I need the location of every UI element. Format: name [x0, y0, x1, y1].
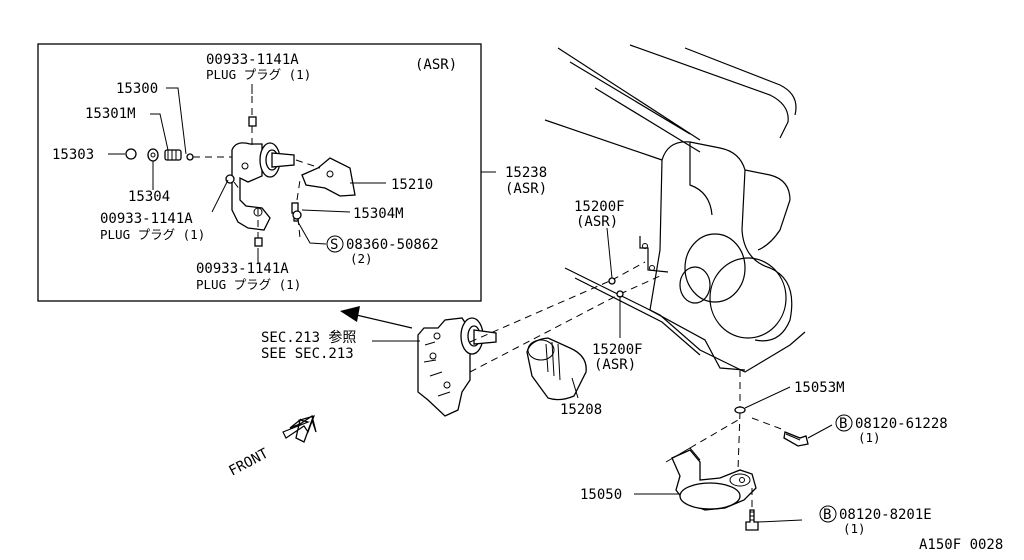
- label-15303: 15303: [52, 147, 94, 163]
- label-15300: 15300: [116, 81, 158, 97]
- inset-leader-lines: [108, 84, 386, 264]
- screw-code: 08360-50862: [346, 237, 439, 253]
- label-15210: 15210: [391, 177, 433, 193]
- front-arrow-icon: [282, 414, 317, 443]
- bolt1-qty: (1): [858, 430, 881, 445]
- inset-pointer-arrow: [340, 306, 413, 329]
- bolt2-marker: B: [823, 507, 831, 523]
- oil-filter-drawing: [526, 337, 587, 401]
- bolt1-marker: B: [839, 416, 847, 432]
- inset-sensor-bracket-drawing: [231, 142, 356, 231]
- main-bracket-assembly-drawing: [417, 317, 497, 417]
- engine-block-drawing: [544, 44, 806, 373]
- bolt2-qty: (1): [843, 521, 866, 536]
- front-label: FRONT: [226, 445, 271, 479]
- plug-bottom-name: PLUG プラグ (1): [196, 277, 301, 292]
- figure-code: A150F 0028: [919, 537, 1003, 553]
- label-15304: 15304: [128, 189, 170, 205]
- label-15208: 15208: [560, 402, 602, 418]
- bolt2-code: 08120-8201E: [839, 507, 932, 523]
- plug-top-name: PLUG プラグ (1): [206, 67, 311, 82]
- plug-bottom-code: 00933-1141A: [196, 261, 289, 277]
- screw-qty: (2): [350, 251, 373, 266]
- plug-top-code: 00933-1141A: [206, 52, 299, 68]
- label-15304m: 15304M: [353, 206, 404, 222]
- label-15200f-mid-asr: (ASR): [594, 357, 636, 373]
- bolt1-code: 08120-61228: [855, 416, 948, 432]
- screw-marker: S: [330, 237, 338, 253]
- label-15200f-top: 15200F: [574, 199, 625, 215]
- inset-dashed-lines: [193, 96, 321, 239]
- gasket-15053m: [734, 406, 746, 414]
- inset-asr-tag: (ASR): [415, 57, 457, 73]
- bolt-drawings: [745, 431, 809, 531]
- inset-small-parts: [125, 116, 302, 247]
- sec-ref-en: SEE SEC.213: [261, 346, 354, 362]
- oil-strainer-drawing: [665, 447, 757, 511]
- label-15053m: 15053M: [794, 380, 845, 396]
- plug-left-name: PLUG プラグ (1): [100, 227, 205, 242]
- main-leader-lines: [372, 227, 833, 523]
- bolt2-marker-circle: [819, 505, 837, 523]
- label-15200f-top-asr: (ASR): [576, 214, 618, 230]
- bolt1-marker-circle: [835, 414, 853, 432]
- screw-marker-circle: [326, 235, 344, 253]
- label-15050: 15050: [580, 487, 622, 503]
- label-15238-asr: (ASR): [505, 181, 547, 197]
- label-15301m: 15301M: [85, 106, 136, 122]
- sec-ref-jp: SEC.213 参照: [261, 329, 356, 346]
- label-15200f-mid: 15200F: [592, 342, 643, 358]
- label-15238: 15238: [505, 165, 547, 181]
- plug-left-code: 00933-1141A: [100, 211, 193, 227]
- gasket-15200f-top: [608, 277, 616, 285]
- main-dashed-lines: [469, 261, 785, 510]
